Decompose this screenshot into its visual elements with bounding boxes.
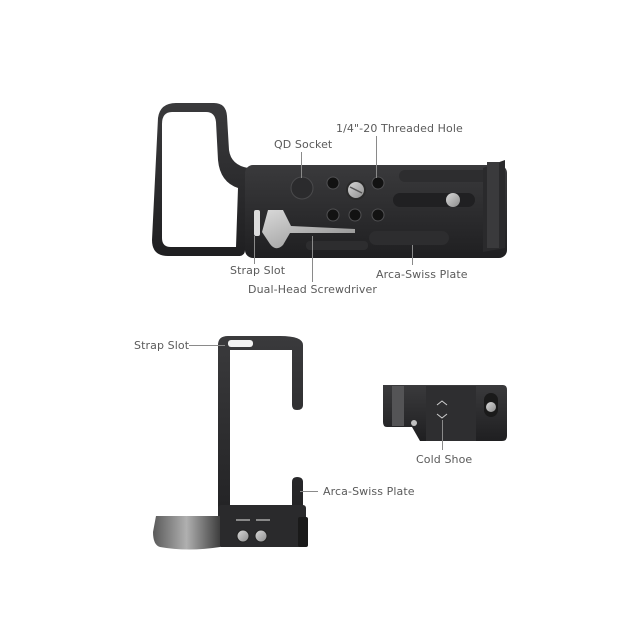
leader-strap-slot-top (254, 236, 255, 264)
label-screwdriver: Dual-Head Screwdriver (248, 283, 378, 296)
leader-screwdriver (312, 236, 313, 282)
label-strap-slot-side: Strap Slot (134, 339, 190, 352)
leader-cold-shoe (442, 420, 443, 450)
label-arca-top: Arca-Swiss Plate (376, 268, 468, 281)
leader-arca-side (300, 491, 318, 492)
cold-shoe-part (383, 385, 507, 441)
label-strap-slot-top: Strap Slot (230, 264, 286, 277)
leader-qd-socket (301, 152, 302, 178)
label-arca-side: Arca-Swiss Plate (323, 485, 415, 498)
side-view-bracket (153, 336, 308, 550)
leader-arca-top (412, 245, 413, 265)
label-cold-shoe: Cold Shoe (416, 453, 473, 466)
label-threaded-hole: 1/4"-20 Threaded Hole (336, 122, 463, 135)
top-view-bracket (152, 103, 507, 258)
leader-threaded-hole (376, 136, 377, 178)
leader-strap-slot-side (189, 345, 225, 346)
label-qd-socket: QD Socket (274, 138, 333, 151)
